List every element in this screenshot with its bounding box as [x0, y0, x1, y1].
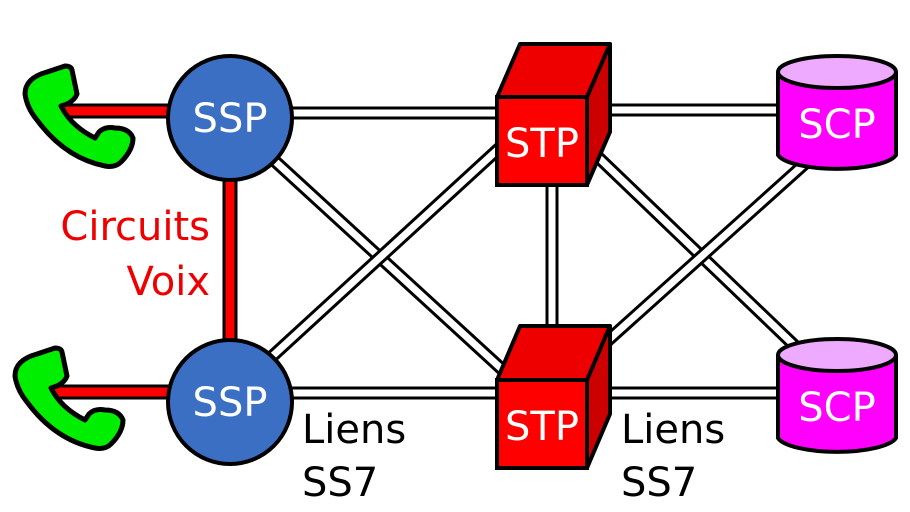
ssp-node-top: SSP	[166, 54, 294, 182]
scp-label: SCP	[798, 385, 875, 431]
telephone-handset-icon	[12, 345, 126, 451]
stp-label: STP	[505, 404, 579, 450]
ss7-links-left-label-line1: Liens	[302, 407, 406, 453]
stp-label: STP	[505, 121, 579, 167]
telephone-handset-icon	[22, 63, 136, 169]
ssp-node-bottom: SSP	[166, 338, 294, 466]
scp-node-bottom: SCP	[776, 337, 898, 454]
voice-circuits-label-line1: Circuits	[60, 204, 210, 250]
ss7-links-right-label-line1: Liens	[621, 407, 725, 453]
ss7-links-right-label-line2: SS7	[621, 460, 697, 506]
ssp-label: SSP	[193, 96, 268, 142]
voice-circuits-label-line2: Voix	[126, 259, 210, 305]
ssp-label: SSP	[193, 380, 268, 426]
link-stp-bottom-scp-top	[570, 145, 825, 375]
stp-node-bottom: STP	[495, 324, 612, 470]
stp-node-top: STP	[495, 42, 612, 187]
link-ssp-bottom-stp-top	[225, 115, 535, 400]
scp-node-top: SCP	[776, 54, 898, 171]
ss7-links-left-label-line2: SS7	[302, 460, 378, 506]
scp-label: SCP	[798, 102, 875, 148]
